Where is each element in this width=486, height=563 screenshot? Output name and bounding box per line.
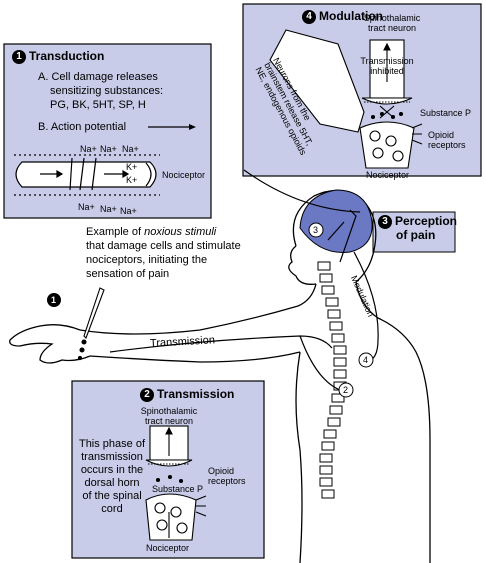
marker-4-label: 4	[363, 355, 369, 365]
brain	[299, 189, 373, 253]
marker-3-brain	[308, 222, 324, 238]
marker-2	[338, 382, 354, 398]
stimuli-line1-italic: noxious stimuli	[144, 226, 217, 238]
brainstem-neuron-shape	[269, 29, 365, 133]
ion-label: Na+	[120, 206, 137, 216]
modulation-nociceptor-label: Nociceptor	[366, 170, 410, 180]
brain-marker-label: 3	[313, 225, 319, 235]
transduction-item-a-line3: PG, BK, 5HT, SP, H	[50, 99, 146, 111]
transduction-item-a-line2: sensitizing substances:	[50, 85, 164, 97]
modulation-number-badge: 4	[302, 10, 316, 24]
transduction-panel	[3, 43, 212, 219]
ion-label: Na+	[80, 144, 97, 154]
modulation-opioid-label: Opioid receptors	[428, 130, 466, 150]
ion-label: Na+	[78, 202, 95, 212]
ion-label: Na+	[122, 144, 139, 154]
transmission-inhibited-line2: inhibited	[370, 66, 404, 76]
transmission-opioid-line2: receptors	[208, 476, 246, 486]
transmission-inhibited-label: Transmission inhibited	[360, 56, 414, 76]
transmission-spinothalamic-label: Spinothalamic tract neuron	[136, 406, 202, 426]
modulation-title-text: Modulation	[319, 9, 383, 23]
transduction-item-a-line1: A. Cell damage releases	[38, 71, 158, 83]
transmission-substance-p: Substance P	[152, 484, 204, 494]
ion-label: Na+	[100, 144, 117, 154]
phase-line6: cord	[101, 503, 123, 515]
phase-line4: dorsal horn	[84, 477, 140, 489]
phase-line3: occurs in the	[80, 464, 144, 476]
marker-2-label: 2	[343, 385, 349, 395]
stimuli-line3: nociceptors, initiating the	[86, 254, 208, 266]
transmission-spinothalamic-line1: Spinothalamic	[140, 406, 198, 416]
stimuli-line4: sensation of pain	[86, 268, 170, 280]
transmission-panel	[71, 380, 265, 559]
transmission-nociceptor-label: Nociceptor	[146, 543, 190, 553]
modulation-spinothalamic-line2: tract neuron	[367, 23, 417, 33]
transmission-synapse	[145, 425, 207, 541]
transmission-spinothalamic-line2: tract neuron	[144, 416, 194, 426]
transmission-opioid-line1: Opioid	[208, 466, 235, 476]
ion-label: K+	[126, 175, 138, 185]
stimuli-line2: that damage cells and stimulate	[86, 240, 241, 252]
sharp-stimulus	[77, 287, 105, 361]
perception-line1: Perception	[395, 214, 458, 228]
phase-line1: This phase of	[78, 438, 146, 450]
modulation-synapse	[359, 39, 423, 169]
modulation-opioid-line1: Opioid	[428, 130, 455, 140]
transduction-axon	[14, 154, 160, 196]
ion-label: Na+	[100, 204, 117, 214]
transmission-opioid-label: Opioid receptors	[208, 466, 246, 486]
marker-4	[358, 352, 374, 368]
transmission-number-badge: 2	[140, 388, 154, 402]
marker-1	[47, 293, 61, 307]
transduction-item-b: B. Action potential	[38, 121, 127, 133]
transduction-number-badge: 1	[12, 50, 26, 64]
modulation-substance-p: Substance P	[420, 108, 472, 118]
spinal-cord	[317, 261, 347, 499]
phase-line5: of the spinal	[82, 490, 142, 502]
stimuli-line1-prefix: Example of	[86, 226, 145, 238]
transmission-title-text: Transmission	[157, 387, 235, 401]
phase-line2: transmission	[81, 451, 143, 463]
modulation-panel	[242, 3, 482, 177]
perception-number-badge: 3	[378, 215, 392, 229]
perception-line2: of pain	[396, 228, 436, 242]
ion-label: K+	[126, 162, 138, 172]
transmission-phase-text: This phase of transmission occurs in the…	[74, 438, 150, 516]
stimuli-line1: Example of noxious stimuli	[86, 226, 216, 239]
marker-1-label: 1	[51, 295, 57, 305]
modulation-spinothalamic-label: Spinothalamic tract neuron	[362, 13, 422, 33]
modulation-opioid-line2: receptors	[428, 140, 466, 150]
human-figure	[9, 189, 431, 563]
transduction-nociceptor-label: Nociceptor	[162, 170, 206, 180]
transmission-inhibited-line1: Transmission	[360, 56, 414, 66]
modulation-spinothalamic-line1: Spinothalamic	[363, 13, 421, 23]
transduction-title-text: Transduction	[29, 49, 105, 63]
